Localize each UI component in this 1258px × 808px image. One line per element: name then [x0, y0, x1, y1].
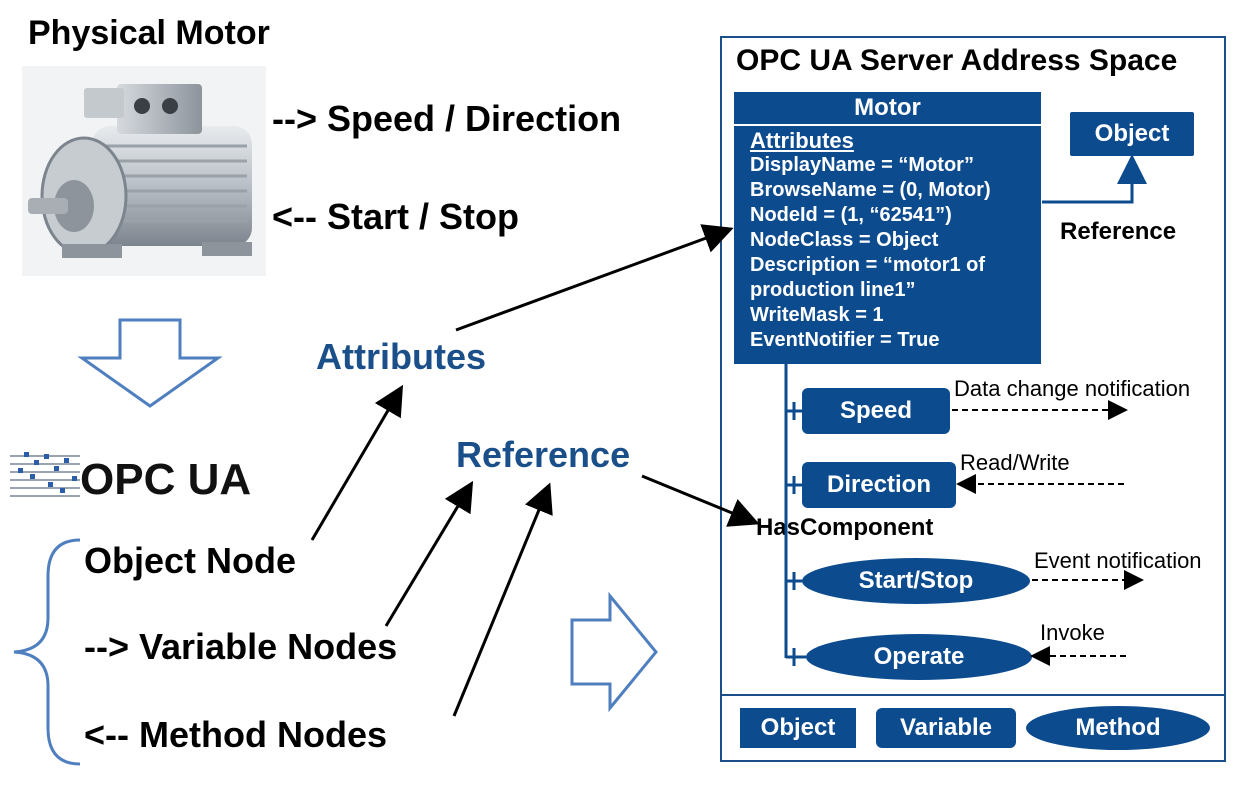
- start-stop-method-node: Start/Stop: [802, 558, 1030, 604]
- direction-note: Read/Write: [960, 450, 1070, 475]
- attribute-line: NodeId = (1, “62541”): [750, 204, 952, 226]
- attribute-line: NodeClass = Object: [750, 229, 939, 251]
- speed-variable-node: Speed: [802, 388, 950, 434]
- variable-nodes-label: --> Variable Nodes: [84, 626, 398, 667]
- attribute-line: Description = “motor1 of: [750, 254, 986, 276]
- operate-note: Invoke: [1040, 620, 1105, 645]
- method-nodes-label: <-- Method Nodes: [84, 714, 387, 755]
- svg-text:OPC UA: OPC UA: [80, 455, 251, 502]
- server-reference-label: Reference: [1060, 218, 1177, 245]
- legend-object: Object: [740, 708, 856, 748]
- start-stop-note: Event notification: [1034, 548, 1202, 573]
- referenced-object-node: Object: [1070, 112, 1194, 156]
- legend-divider: [720, 694, 1226, 696]
- server-address-space: [720, 36, 1226, 762]
- operate-method-node: Operate: [806, 634, 1032, 680]
- motor-image: [22, 66, 266, 276]
- motor-attributes-header: Attributes: [750, 128, 854, 153]
- reference-label: Reference: [456, 434, 631, 475]
- opc-ua-logo: OPC UA: [10, 442, 290, 504]
- attribute-line: production line1”: [750, 279, 916, 301]
- direction-variable-node: Direction: [802, 462, 956, 508]
- motor-node-title: Motor: [734, 92, 1041, 126]
- motor-object-node: Motor Attributes DisplayName = “Motor” B…: [734, 92, 1041, 364]
- attributes-label: Attributes: [316, 336, 486, 377]
- start-stop-label: <-- Start / Stop: [272, 196, 520, 237]
- legend-variable: Variable: [876, 708, 1016, 748]
- legend-method: Method: [1026, 706, 1210, 750]
- attribute-line: EventNotifier = True: [750, 329, 940, 351]
- speed-direction-label: --> Speed / Direction: [272, 98, 622, 139]
- attribute-line: WriteMask = 1: [750, 304, 884, 326]
- attribute-line: BrowseName = (0, Motor): [750, 179, 991, 201]
- attribute-line: DisplayName = “Motor”: [750, 154, 974, 176]
- physical-motor-title: Physical Motor: [28, 14, 270, 52]
- object-node-label: Object Node: [84, 540, 297, 581]
- speed-note: Data change notification: [954, 376, 1191, 401]
- server-title: OPC UA Server Address Space: [736, 44, 1178, 77]
